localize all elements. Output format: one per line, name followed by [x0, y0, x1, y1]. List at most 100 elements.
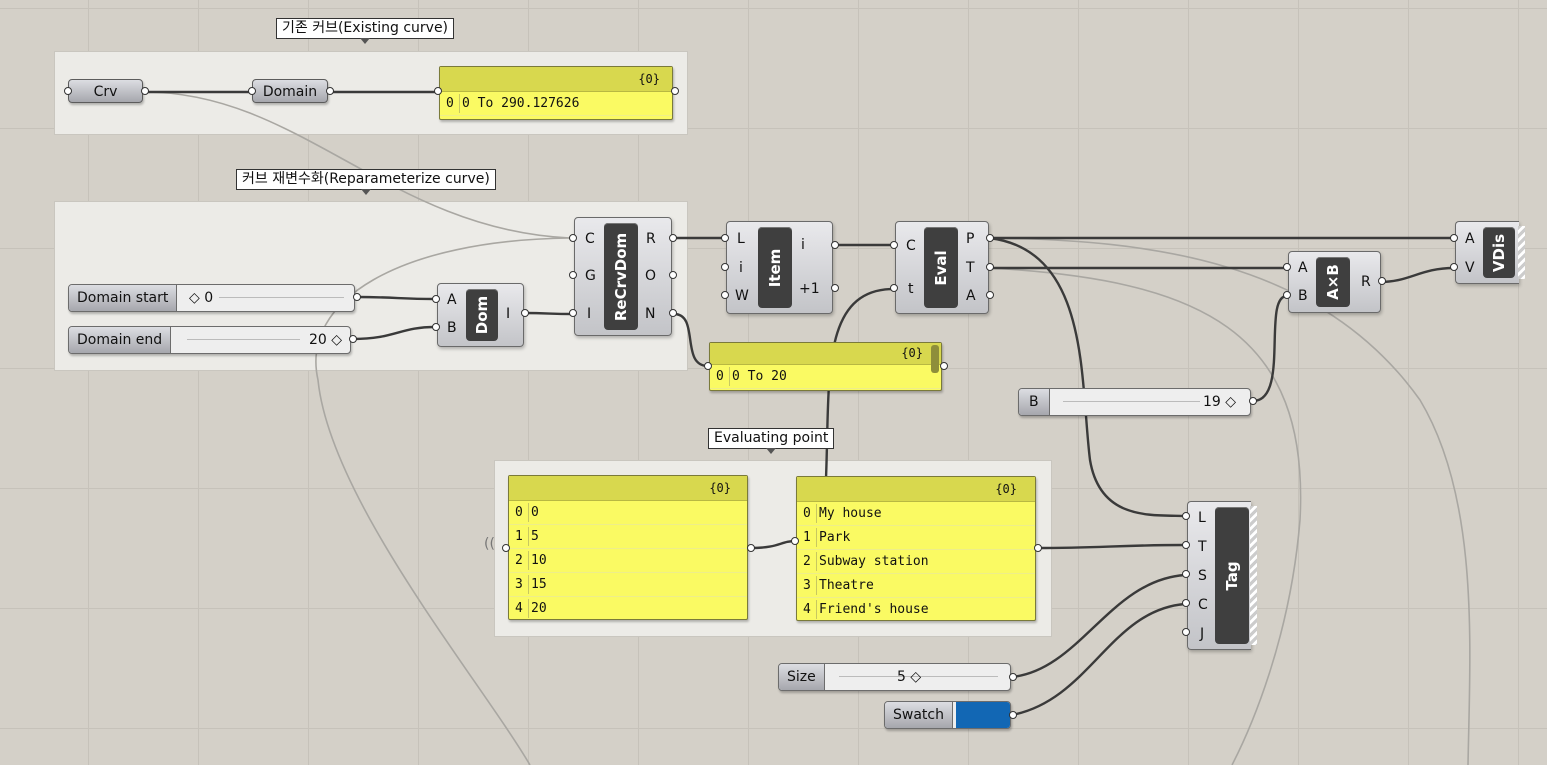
evaluate-curve-component[interactable]: C t Eval P T A: [895, 221, 989, 314]
port-r[interactable]: R: [646, 231, 656, 247]
eval-input-t-grip[interactable]: [890, 284, 898, 292]
port-o[interactable]: O: [645, 268, 657, 284]
port-c[interactable]: C: [1198, 597, 1208, 613]
panel-path-label: {0}: [709, 481, 731, 495]
recrvdom-output-o-grip[interactable]: [669, 271, 677, 279]
vdis-input-v-grip[interactable]: [1450, 263, 1458, 271]
colour-swatch[interactable]: Swatch: [884, 701, 1011, 729]
axb-input-a-grip[interactable]: [1283, 263, 1291, 271]
tag-input-l-grip[interactable]: [1182, 512, 1190, 520]
group-title-reparam: 커브 재변수화(Reparameterize curve): [236, 169, 496, 195]
port-w[interactable]: W: [735, 288, 749, 304]
dom-input-b-grip[interactable]: [432, 323, 440, 331]
eval-output-a-grip[interactable]: [986, 291, 994, 299]
multiplication-component[interactable]: A B A×B R: [1288, 251, 1381, 313]
construct-domain-component[interactable]: A B Dom I: [437, 283, 524, 347]
recrvdom-input-g-grip[interactable]: [569, 271, 577, 279]
slider-domain-end[interactable]: Domain end 20 ◇: [68, 326, 351, 354]
eval-output-t-grip[interactable]: [986, 263, 994, 271]
tag-input-t-grip[interactable]: [1182, 541, 1190, 549]
recrvdom-output-r-grip[interactable]: [669, 234, 677, 242]
slider-size-output-grip[interactable]: [1009, 673, 1017, 681]
port-i[interactable]: I: [506, 306, 511, 322]
domain-param[interactable]: Domain: [252, 79, 328, 103]
item-input-w-grip[interactable]: [721, 291, 729, 299]
recrvdom-output-n-grip[interactable]: [669, 309, 677, 317]
port-a[interactable]: A: [447, 292, 457, 308]
slider-b[interactable]: B 19 ◇: [1018, 388, 1251, 416]
eval-input-c-grip[interactable]: [890, 241, 898, 249]
port-p[interactable]: P: [966, 231, 975, 247]
panel-domain-input-grip[interactable]: [434, 87, 442, 95]
port-v[interactable]: V: [1465, 260, 1475, 276]
panel-tags-output-grip[interactable]: [1034, 544, 1042, 552]
panel-tags-input-grip[interactable]: [791, 537, 799, 545]
panel-reparam-output-grip[interactable]: [940, 362, 948, 370]
slider-b-output-grip[interactable]: [1249, 397, 1257, 405]
port-c[interactable]: C: [906, 238, 916, 254]
panel-params-input-grip[interactable]: [502, 544, 510, 552]
port-i[interactable]: I: [587, 306, 592, 322]
panel-scrollbar[interactable]: [931, 345, 939, 373]
tag-input-s-grip[interactable]: [1182, 570, 1190, 578]
port-t-output[interactable]: T: [966, 260, 975, 276]
panel-params-output-grip[interactable]: [747, 544, 755, 552]
axb-output-grip[interactable]: [1378, 277, 1386, 285]
port-i-input[interactable]: i: [739, 260, 743, 276]
port-b[interactable]: B: [447, 320, 457, 336]
wire-slider-b-to-axb: [1252, 294, 1288, 403]
port-c[interactable]: C: [585, 231, 595, 247]
swatch-color-box[interactable]: [956, 702, 1010, 728]
list-item-component[interactable]: L i W Item i +1: [726, 221, 833, 314]
port-a[interactable]: A: [966, 288, 976, 304]
recrvdom-input-i-grip[interactable]: [569, 309, 577, 317]
port-n[interactable]: N: [645, 306, 656, 322]
item-output-plus-grip[interactable]: [831, 284, 839, 292]
panel-domain-output-grip[interactable]: [671, 87, 679, 95]
recrvdom-input-c-grip[interactable]: [569, 234, 577, 242]
panel-path-label: {0}: [638, 72, 660, 86]
port-t[interactable]: T: [1198, 539, 1207, 555]
text-tag-component[interactable]: L T S C J Tag: [1187, 501, 1257, 650]
port-s[interactable]: S: [1198, 568, 1207, 584]
domain-input-grip[interactable]: [248, 87, 256, 95]
port-r[interactable]: R: [1361, 274, 1371, 290]
tag-input-j-grip[interactable]: [1182, 628, 1190, 636]
swatch-output-grip[interactable]: [1009, 711, 1017, 719]
item-input-l-grip[interactable]: [721, 234, 729, 242]
crv-param[interactable]: Crv: [68, 79, 143, 103]
reparameterize-curve-component[interactable]: C G I ReCrvDom R O N: [574, 217, 672, 336]
slider-domain-start-output-grip[interactable]: [353, 293, 361, 301]
dom-input-a-grip[interactable]: [432, 295, 440, 303]
slider-domain-start[interactable]: Domain start ◇ 0: [68, 284, 355, 312]
port-l[interactable]: L: [1198, 510, 1206, 526]
port-a[interactable]: A: [1298, 260, 1308, 276]
port-g[interactable]: G: [585, 268, 596, 284]
port-i-output[interactable]: i: [801, 237, 805, 253]
axb-input-b-grip[interactable]: [1283, 291, 1291, 299]
vector-display-component[interactable]: A V VDis: [1455, 221, 1525, 284]
panel-reparam-input-grip[interactable]: [704, 362, 712, 370]
port-a[interactable]: A: [1465, 231, 1475, 247]
port-l[interactable]: L: [737, 231, 745, 247]
component-name: ReCrvDom: [612, 232, 630, 321]
port-b[interactable]: B: [1298, 288, 1308, 304]
port-plus-one[interactable]: +1: [799, 281, 820, 297]
slider-size[interactable]: Size 5 ◇: [778, 663, 1011, 691]
tag-input-c-grip[interactable]: [1182, 599, 1190, 607]
vdis-input-a-grip[interactable]: [1450, 234, 1458, 242]
item-input-i-grip[interactable]: [721, 263, 729, 271]
domain-output-grip[interactable]: [326, 87, 334, 95]
slider-domain-end-output-grip[interactable]: [349, 335, 357, 343]
eval-output-p-grip[interactable]: [986, 234, 994, 242]
crv-output-grip[interactable]: [141, 87, 149, 95]
port-j[interactable]: J: [1200, 626, 1205, 642]
dom-output-grip[interactable]: [521, 309, 529, 317]
port-t[interactable]: t: [908, 281, 914, 297]
crv-input-grip[interactable]: [64, 87, 72, 95]
item-output-i-grip[interactable]: [831, 241, 839, 249]
